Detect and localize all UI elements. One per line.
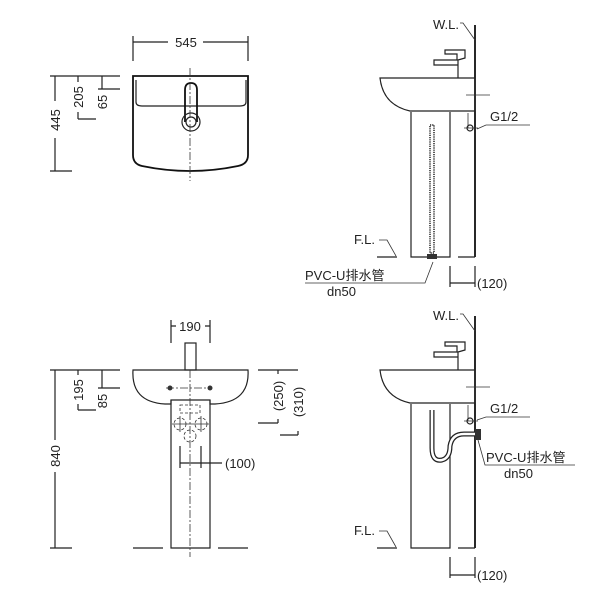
drain-size: dn50 [327, 284, 356, 299]
tap-width-dimension: 190 [179, 319, 201, 334]
basin-side [379, 369, 476, 404]
depth-dimension: 445 [48, 109, 63, 131]
basin-side [379, 77, 476, 112]
drain-hole [185, 116, 197, 128]
drain-connector [475, 429, 481, 440]
basin-outline-top [132, 75, 249, 172]
supply-label: G1/2 [490, 109, 518, 124]
rim-height-dimension: 85 [95, 394, 110, 408]
wall-label: W.L. [433, 308, 459, 323]
side-view-flexible: W.L. G1/2 F.L. PVC-U排水管 dn50 (120) [305, 17, 530, 299]
drain-outline [181, 112, 201, 132]
pedestal [410, 404, 451, 549]
wall-offset: (120) [477, 276, 507, 291]
basin-inner-rim [135, 80, 247, 107]
floor-label: F.L. [354, 523, 375, 538]
tap-offset-dimension: 205 [71, 86, 86, 108]
supply-label: G1/2 [490, 401, 518, 416]
drain-label: PVC-U排水管 [486, 450, 565, 465]
drain-size: dn50 [504, 466, 533, 481]
supply-height-1: (250) [271, 381, 286, 411]
rim-dimension: 65 [95, 95, 110, 109]
tap-height-dimension: 195 [71, 379, 86, 401]
drain-outlet [427, 254, 437, 259]
faucet [433, 341, 466, 370]
width-dimension: 545 [175, 35, 197, 50]
tap-slot [184, 82, 198, 122]
faucet [184, 342, 197, 371]
basin-front [132, 369, 249, 405]
supply-height-2: (310) [291, 387, 306, 417]
height-dimension: 840 [48, 445, 63, 467]
top-view: 545 445 205 65 [48, 35, 249, 181]
drain-label: PVC-U排水管 [305, 268, 384, 283]
floor-label: F.L. [354, 232, 375, 247]
supply-spacing: (100) [225, 456, 255, 471]
faucet [433, 49, 466, 78]
flexible-drain-hose [429, 124, 435, 254]
side-view-trap: W.L. G1/2 PVC-U排水管 dn50 F.L. (120) [354, 308, 575, 583]
front-view: 190 (100) 840 195 85 (250) (310) [48, 319, 306, 557]
pedestal [170, 400, 211, 549]
drain-position [183, 429, 197, 443]
wall-label: W.L. [433, 17, 459, 32]
wall-offset: (120) [477, 568, 507, 583]
